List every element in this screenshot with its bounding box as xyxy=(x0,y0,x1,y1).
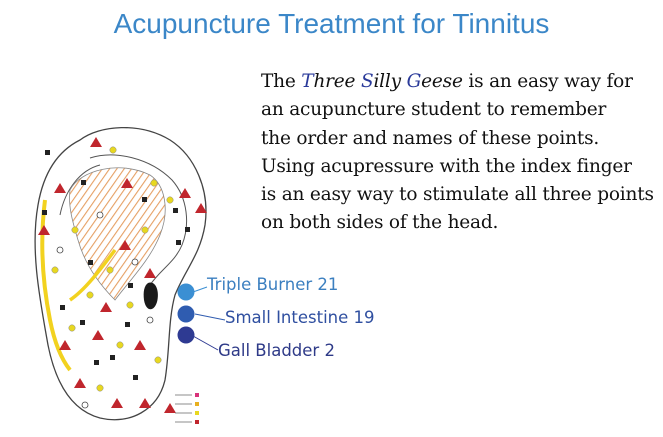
antihelix-ridge-yellow xyxy=(69,248,117,302)
paragraph-line-4: Using acupressure with the index finger xyxy=(261,155,632,177)
hatched-concha-region xyxy=(69,167,166,301)
letter-t: T xyxy=(301,71,314,92)
word-three-rest: hree xyxy=(313,71,361,92)
triple-burner-point xyxy=(177,283,195,301)
gall-bladder-label: Gall Bladder 2 xyxy=(218,341,335,360)
paragraph-line-2: an acupuncture student to remember xyxy=(261,99,607,121)
point-connectors xyxy=(192,286,226,351)
word-silly-rest: illy xyxy=(373,71,407,92)
description-paragraph: The Three Silly Geese is an easy way for… xyxy=(261,68,656,238)
small-intestine-label: Small Intestine 19 xyxy=(225,308,375,327)
three-silly-geese: Three Silly Geese xyxy=(301,71,463,92)
paragraph-line-6: on both sides of the head. xyxy=(261,212,499,234)
triple-burner-label: Triple Burner 21 xyxy=(207,275,339,294)
paragraph-line-1: The Three Silly Geese is an easy way for xyxy=(261,68,656,96)
line1-suffix: is an easy way for xyxy=(462,71,633,92)
line1-prefix: The xyxy=(261,71,302,92)
ear-point-markers xyxy=(38,137,207,413)
small-intestine-point xyxy=(177,305,195,323)
paragraph-line-5: is an easy way to stimulate all three po… xyxy=(261,184,654,206)
chart-legend-swatches xyxy=(175,393,199,424)
ear-outline xyxy=(34,126,207,421)
tragus-black xyxy=(143,282,158,310)
page-title: Acupuncture Treatment for Tinnitus xyxy=(113,8,550,39)
word-geese-rest: eese xyxy=(421,71,463,92)
paragraph-line-3: the order and names of these points. xyxy=(261,127,600,149)
gall-bladder-point xyxy=(177,326,195,344)
letter-g: G xyxy=(406,71,422,92)
letter-s: S xyxy=(360,71,374,92)
